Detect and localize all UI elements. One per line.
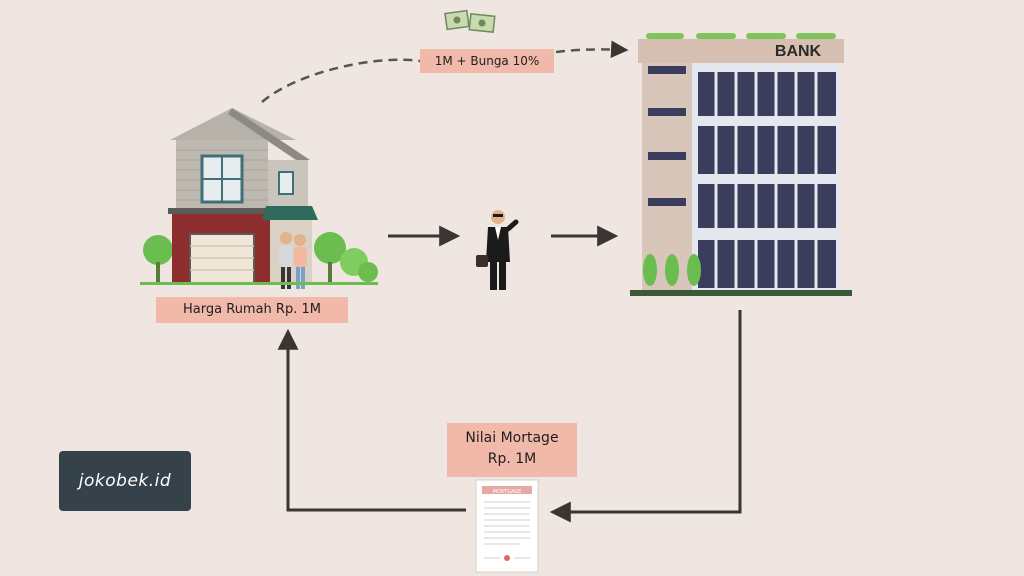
agent-icon	[476, 210, 519, 290]
document-icon: MORTGAGE	[475, 479, 539, 573]
house-icon	[140, 108, 378, 289]
document-to-house-arrow	[277, 328, 466, 512]
interest-label: 1M + Bunga 10%	[420, 49, 554, 73]
mortgage-label-line1: Nilai Mortage	[465, 430, 559, 446]
watermark-badge: jokobek.id	[59, 451, 191, 511]
money-icon	[444, 9, 496, 34]
interest-flow-arrow	[261, 49, 625, 103]
house-price-label: Harga Rumah Rp. 1M	[156, 297, 348, 323]
bank-icon: BANK	[630, 33, 852, 296]
document-header: MORTGAGE	[493, 489, 522, 495]
mortgage-label-line2: Rp. 1M	[487, 451, 537, 467]
bank-to-document-arrow	[549, 310, 742, 523]
bank-sign: BANK	[775, 43, 822, 60]
mortgage-value-label: Nilai Mortage Rp. 1M	[447, 423, 577, 477]
